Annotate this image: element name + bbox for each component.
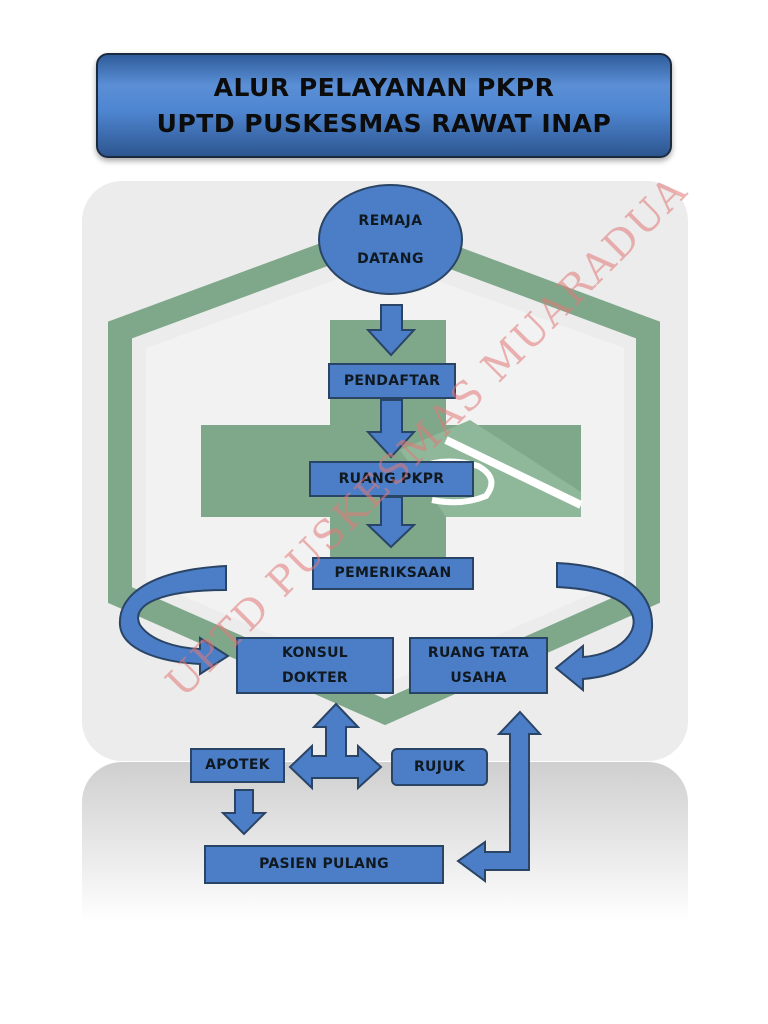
node-remaja-datang-line1: REMAJA xyxy=(358,212,423,229)
diagram-reflection xyxy=(82,762,688,922)
node-remaja-datang-line2: DATANG xyxy=(357,250,424,267)
arrow-down-icon xyxy=(365,399,417,459)
split-arrow-icon xyxy=(288,702,383,791)
title-line-2: UPTD PUSKESMAS RAWAT INAP xyxy=(156,108,612,138)
node-konsul-dokter-line1: KONSUL xyxy=(281,644,348,661)
node-pendaftar: PENDAFTAR xyxy=(328,363,456,399)
node-remaja-datang: REMAJA DATANG xyxy=(318,184,463,295)
node-apotek: APOTEK xyxy=(190,748,285,783)
title-banner: ALUR PELAYANAN PKPR UPTD PUSKESMAS RAWAT… xyxy=(96,53,672,158)
arrow-down-icon xyxy=(365,304,417,357)
node-ruang-pkpr: RUANG PKPR xyxy=(309,461,474,497)
curved-arrow-left-icon xyxy=(118,564,230,676)
title-line-1: ALUR PELAYANAN PKPR xyxy=(213,72,555,102)
node-rujuk: RUJUK xyxy=(391,748,488,786)
node-konsul-dokter: KONSUL DOKTER xyxy=(236,637,394,694)
node-ruang-tata-usaha-line2: USAHA xyxy=(450,669,507,686)
node-pemeriksaan: PEMERIKSAAN xyxy=(312,557,474,590)
node-pasien-pulang: PASIEN PULANG xyxy=(204,845,444,884)
node-konsul-dokter-line2: DOKTER xyxy=(281,669,349,686)
node-ruang-tata-usaha-line1: RUANG TATA xyxy=(427,644,530,661)
node-ruang-tata-usaha: RUANG TATA USAHA xyxy=(409,637,548,694)
arrow-down-icon xyxy=(220,789,268,836)
arrow-down-icon xyxy=(365,496,417,549)
return-arrow-icon xyxy=(456,710,543,883)
curved-arrow-right-icon xyxy=(554,561,654,693)
